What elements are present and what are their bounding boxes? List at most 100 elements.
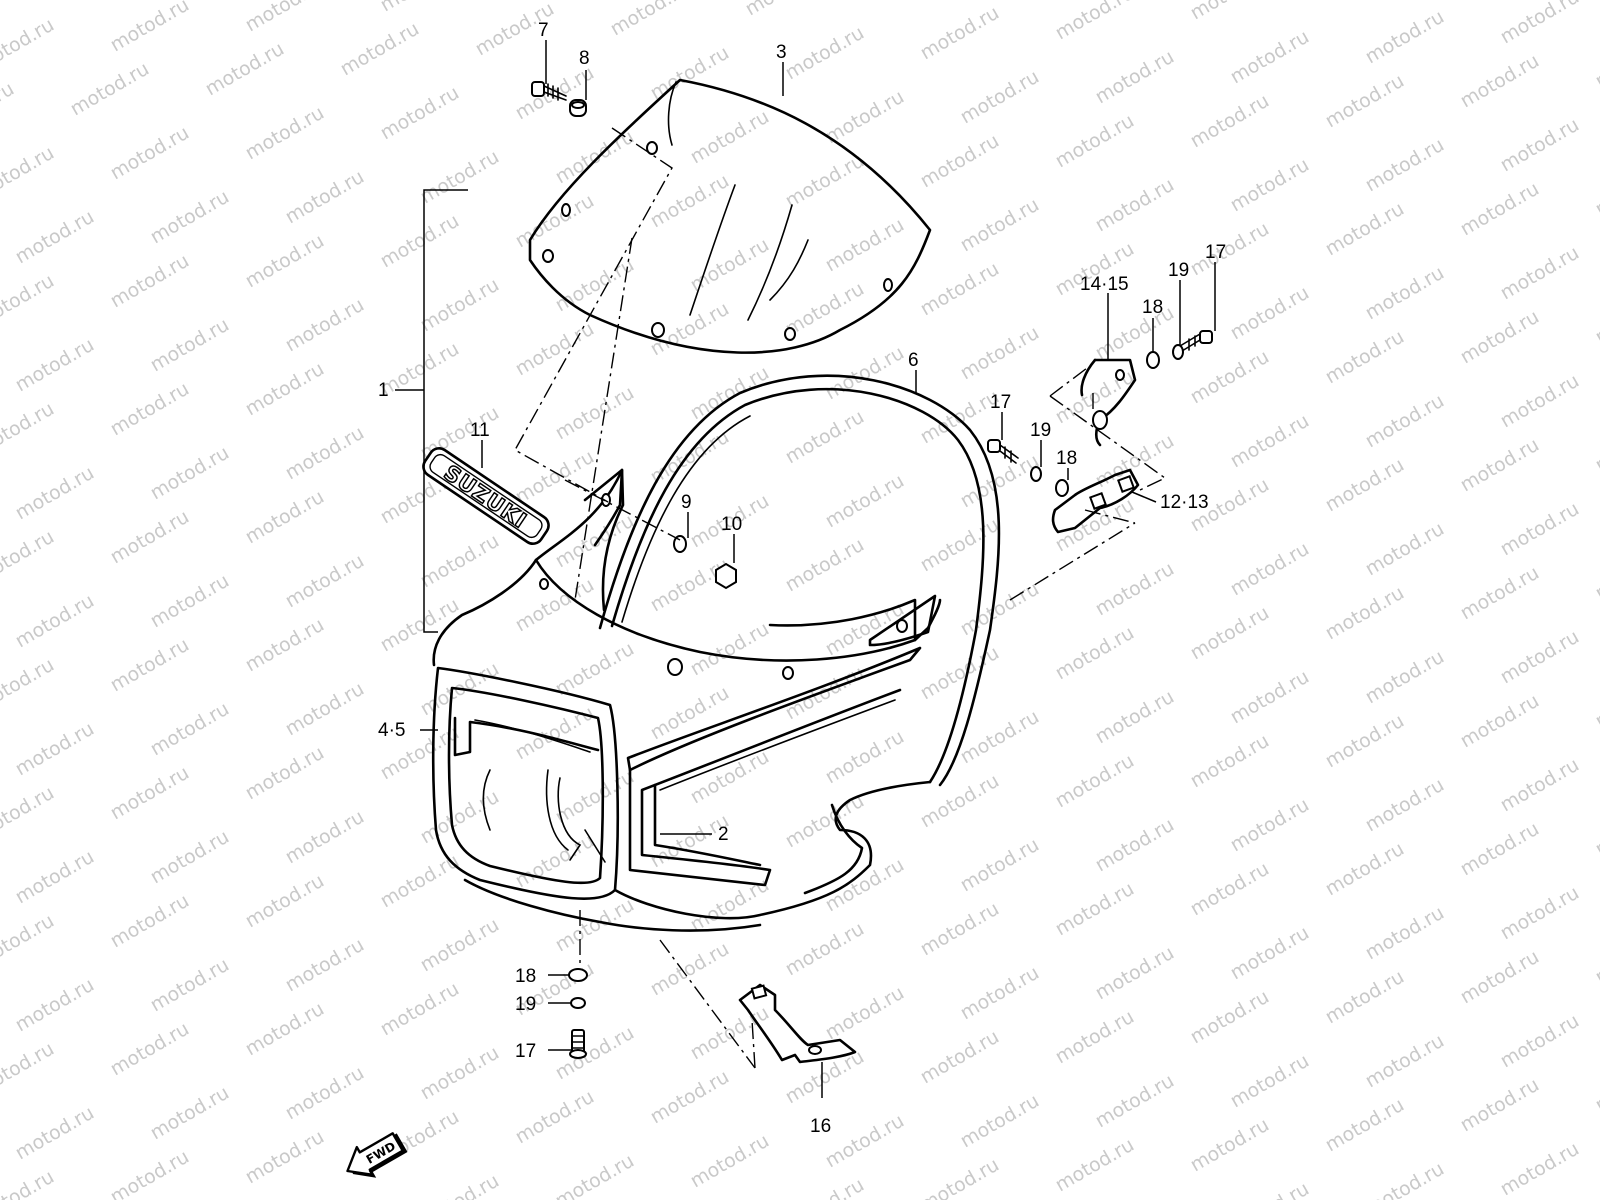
callout-2: 2 [718, 824, 729, 845]
watermark-text: motod.ru [687, 618, 773, 681]
watermark-text: motod.ru [1497, 1138, 1583, 1200]
watermark-text: motod.ru [417, 274, 503, 337]
watermark-text: motod.ru [0, 1038, 58, 1101]
watermark-text: motod.ru [822, 470, 908, 533]
watermark-text: motod.ru [1187, 218, 1273, 281]
watermark-text: motod.ru [552, 510, 638, 573]
watermark-text: motod.ru [957, 66, 1043, 129]
watermark-text: motod.ru [1187, 346, 1273, 409]
watermark-text: motod.ru [0, 14, 58, 77]
callout-17-upper: 17 [1205, 242, 1226, 263]
watermark-text: motod.ru [1227, 410, 1313, 473]
watermark-text: motod.ru [377, 978, 463, 1041]
nut-10 [715, 562, 737, 590]
bolt-7 [531, 81, 567, 101]
watermark-text: motod.ru [242, 0, 328, 36]
callout-14-15: 14·15 [1080, 274, 1129, 295]
watermark-text: motod.ru [917, 130, 1003, 193]
watermark-text: motod.ru [12, 590, 98, 653]
watermark-text: motod.ru [377, 210, 463, 273]
watermark-text: motod.ru [822, 982, 908, 1045]
callout-18-upper: 18 [1142, 297, 1163, 318]
watermark-text: motod.ru [147, 570, 233, 633]
callout-16: 16 [810, 1116, 831, 1137]
watermark-text: motod.ru [552, 766, 638, 829]
watermark-text: motod.ru [1322, 582, 1408, 645]
watermark-text: motod.ru [1457, 1074, 1543, 1137]
watermark-text: motod.ru [1052, 1134, 1138, 1197]
watermark-text: motod.ru [1322, 710, 1408, 773]
hardware [531, 81, 1213, 1059]
callout-10: 10 [721, 514, 742, 535]
watermark-text: motod.ru [147, 826, 233, 889]
watermark-text: motod.ru [1187, 1114, 1273, 1177]
watermark-text: motod.ru [1092, 174, 1178, 237]
watermark-text: motod.ru [107, 1018, 193, 1081]
watermark-text: motod.ru [147, 698, 233, 761]
watermark-text: motod.ru [782, 150, 868, 213]
watermark-text: motod.ru [822, 854, 908, 917]
watermark-text: motod.ru [107, 634, 193, 697]
watermark-text: motod.ru [957, 962, 1043, 1025]
watermark-text: motod.ru [282, 294, 368, 357]
watermark-text: motod.ru [1052, 0, 1138, 44]
watermark-text: motod.ru [1592, 414, 1600, 477]
watermark-text: motod.ru [282, 1062, 368, 1125]
watermark-text: motod.ru [917, 1026, 1003, 1089]
grommet-8 [569, 99, 587, 117]
watermark-text: motod.ru [1187, 986, 1273, 1049]
callout-12-13: 12·13 [1160, 492, 1209, 513]
watermark-text: motod.ru [1052, 110, 1138, 173]
watermark-text: motod.ru [12, 462, 98, 525]
watermark-text: motod.ru [1362, 902, 1448, 965]
watermark-text: motod.ru [0, 270, 58, 333]
fwd-arrow-icon: FWD [346, 1132, 408, 1178]
watermark-text: motod.ru [242, 102, 328, 165]
watermark-text: motod.ru [1592, 158, 1600, 221]
watermark-text: motod.ru [12, 206, 98, 269]
watermark-text: motod.ru [687, 874, 773, 937]
watermark-text: motod.ru [0, 910, 58, 973]
watermark-text: motod.ru [552, 126, 638, 189]
watermark-text: motod.ru [1592, 1182, 1600, 1200]
watermark-text: motod.ru [12, 846, 98, 909]
watermark-text: motod.ru [917, 898, 1003, 961]
callout-8: 8 [579, 48, 590, 69]
watermark-text: motod.ru [917, 642, 1003, 705]
bolt-17-mid [987, 439, 1019, 464]
watermark-text: motod.ru [1362, 262, 1448, 325]
watermark-text: motod.ru [0, 398, 58, 461]
watermark-text: motod.ru [0, 142, 58, 205]
callout-11: 11 [470, 420, 490, 441]
watermark-text: motod.ru [242, 742, 328, 805]
watermark-text: motod.ru [1227, 1050, 1313, 1113]
assembly-lines [514, 127, 1167, 1069]
watermark-text: motod.ru [1322, 966, 1408, 1029]
watermark-text: motod.ru [377, 0, 463, 16]
watermark-text: motod.ru [147, 186, 233, 249]
watermark-text: motod.ru [1457, 818, 1543, 881]
washer-9 [673, 535, 687, 553]
callout-18-mid: 18 [1056, 448, 1077, 469]
watermark-text: motod.ru [1457, 562, 1543, 625]
watermark-text: motod.ru [1187, 858, 1273, 921]
watermark-text: motod.ru [782, 534, 868, 597]
callout-1: 1 [378, 380, 389, 401]
watermark-text: motod.ru [647, 1066, 733, 1129]
watermark-text: motod.ru [957, 194, 1043, 257]
watermark-text: motod.ru [147, 954, 233, 1017]
watermark-text: motod.ru [67, 58, 153, 121]
bolt-17-lower [569, 1029, 587, 1059]
watermark-text: motod.ru [1592, 286, 1600, 349]
watermark-text: motod.ru [12, 1102, 98, 1165]
watermark-text: motod.ru [417, 530, 503, 593]
watermark-text: motod.ru [12, 974, 98, 1037]
watermark-text: motod.ru [552, 638, 638, 701]
leader-lines [395, 40, 1216, 1098]
watermark-text: motod.ru [242, 358, 328, 421]
watermark-text: motod.ru [552, 1150, 638, 1200]
watermark-text: motod.ru [1227, 922, 1313, 985]
watermark-text: motod.ru [282, 678, 368, 741]
callout-9: 9 [681, 492, 692, 513]
